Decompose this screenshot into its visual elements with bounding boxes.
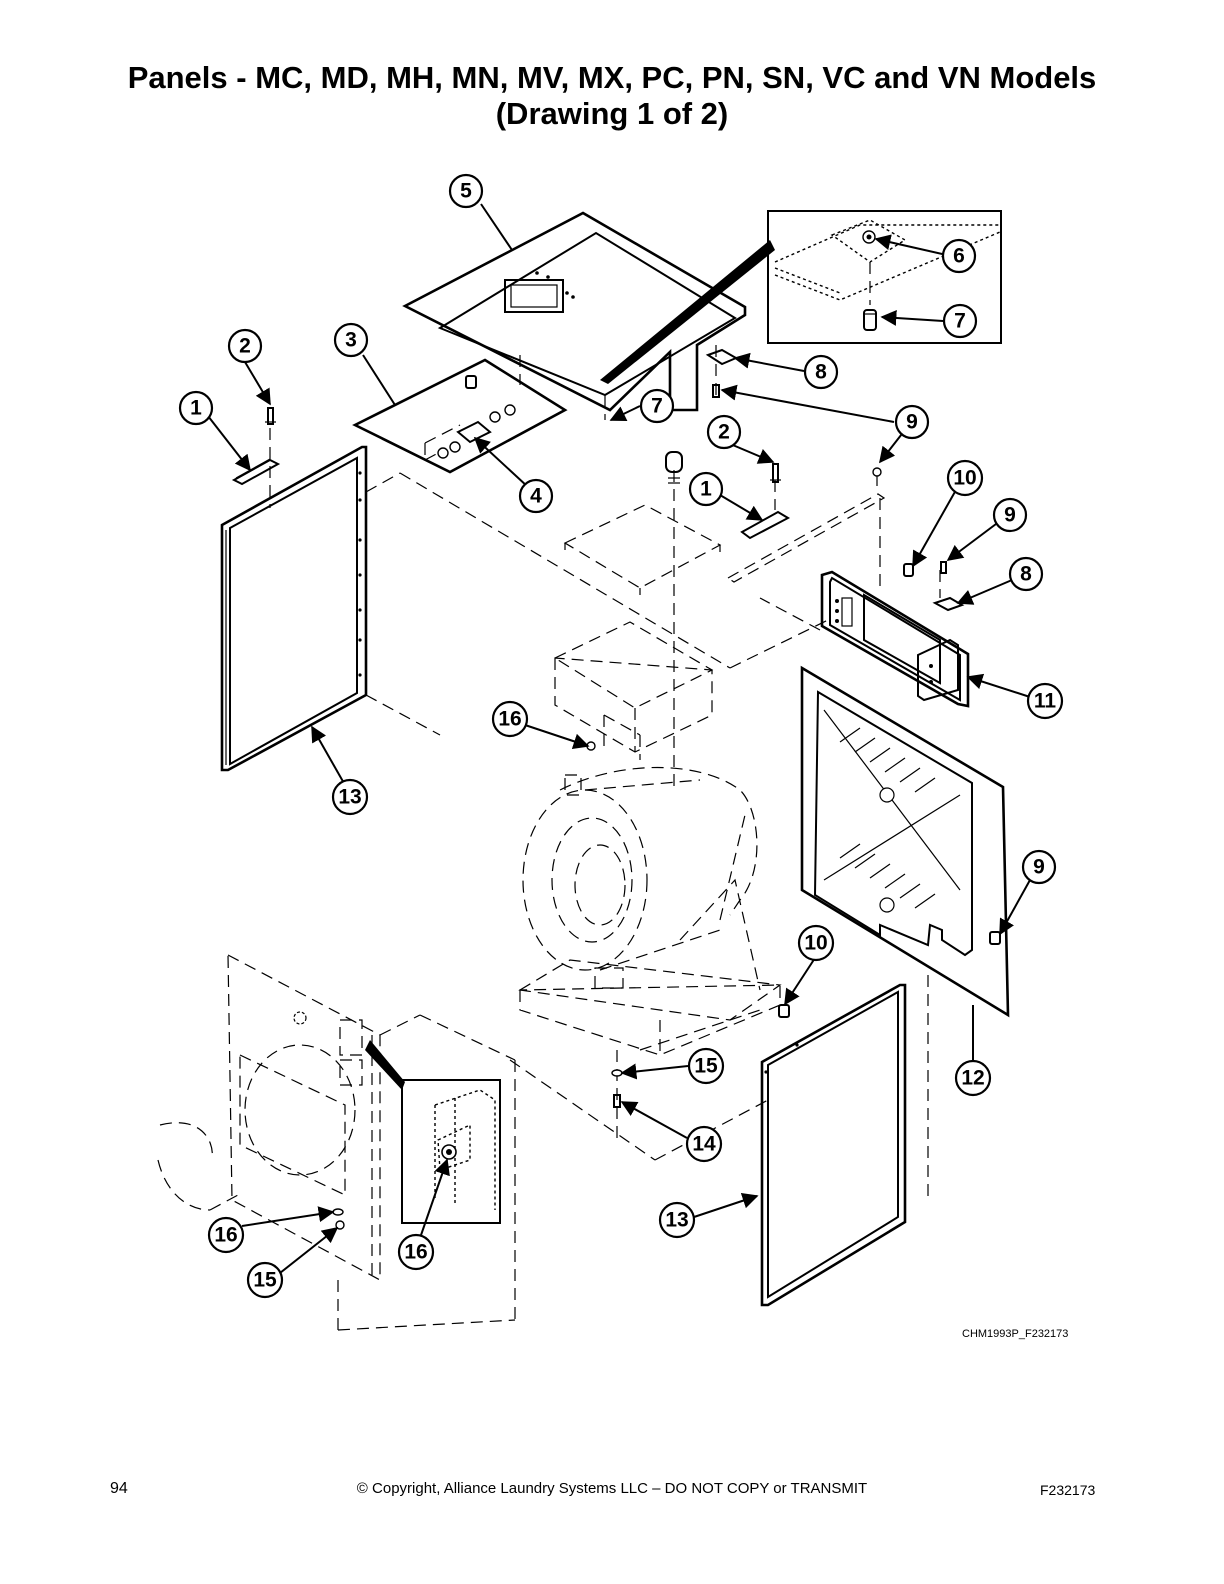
callout-6-label: 6 — [953, 245, 965, 268]
callout-13a-label: 13 — [338, 786, 361, 809]
callout-15-center: 15 — [687, 1047, 725, 1085]
callout-13b-label: 13 — [665, 1209, 688, 1232]
callout-5: 5 — [448, 173, 484, 209]
assembly-guides — [365, 345, 941, 736]
page-title: Panels - MC, MD, MH, MN, MV, MX, PC, PN,… — [0, 60, 1224, 132]
callout-14-label: 14 — [692, 1133, 716, 1156]
callout-9b-label: 9 — [1004, 504, 1016, 527]
callout-2-right: 2 — [706, 414, 742, 450]
callout-8b-label: 8 — [1020, 563, 1032, 586]
callout-9c-label: 9 — [1033, 856, 1045, 879]
callout-16b-label: 16 — [214, 1224, 237, 1247]
callout-14: 14 — [685, 1125, 723, 1163]
leader-lines — [207, 203, 1031, 1274]
callout-12-label: 12 — [961, 1067, 984, 1090]
callout-9-mid: 9 — [992, 497, 1028, 533]
callout-10-lower: 10 — [797, 924, 835, 962]
hinge-upper — [705, 348, 739, 398]
callout-4: 4 — [518, 478, 554, 514]
callout-10b-label: 10 — [804, 932, 827, 955]
callout-10a-label: 10 — [953, 467, 976, 490]
callout-15b-label: 15 — [253, 1269, 277, 1292]
callout-1-right: 1 — [688, 471, 724, 507]
control-panel — [820, 570, 970, 708]
callout-2b-label: 2 — [718, 421, 730, 444]
callout-16a-label: 16 — [498, 708, 521, 731]
callout-10-upper: 10 — [946, 459, 984, 497]
callout-12: 12 — [954, 1059, 992, 1097]
callout-1b-label: 1 — [700, 478, 712, 501]
callout-11-label: 11 — [1034, 690, 1057, 713]
rear-panel — [800, 665, 1010, 1018]
callout-15-left: 15 — [246, 1261, 284, 1299]
fastener-group-right — [903, 561, 965, 612]
callout-3: 3 — [333, 322, 369, 358]
callout-9a-label: 9 — [906, 411, 918, 434]
callout-4-label: 4 — [530, 485, 542, 508]
title-line-1: Panels - MC, MD, MH, MN, MV, MX, PC, PN,… — [127, 60, 1097, 95]
console-bracket — [563, 451, 722, 790]
detail-pointer — [600, 240, 775, 384]
callout-2-left: 2 — [227, 328, 263, 364]
callout-7-top: 7 — [942, 303, 978, 339]
callout-8a-label: 8 — [815, 361, 827, 384]
detail-box-front — [365, 1040, 501, 1224]
title-line-2: (Drawing 1 of 2) — [495, 96, 729, 131]
callout-2a-label: 2 — [239, 335, 251, 358]
front-panel — [157, 953, 516, 1331]
document-code: F232173 — [1040, 1482, 1096, 1498]
callout-5-label: 5 — [460, 180, 472, 203]
copyright-notice: © Copyright, Alliance Laundry Systems LL… — [356, 1480, 868, 1497]
bracket-left — [231, 407, 281, 486]
callout-9-lower: 9 — [1021, 849, 1057, 885]
callout-13-upper: 13 — [331, 778, 369, 816]
callout-11: 11 — [1026, 682, 1064, 720]
callout-7-mid: 7 — [639, 388, 675, 424]
callout-6: 6 — [941, 238, 977, 274]
page-number: 94 — [110, 1480, 128, 1497]
callout-1-left: 1 — [178, 390, 214, 426]
left-side-panel — [220, 428, 368, 772]
bracket-right — [740, 463, 791, 540]
detail-box-top — [767, 210, 1002, 344]
callout-8-top: 8 — [803, 354, 839, 390]
callout-8-mid: 8 — [1008, 556, 1044, 592]
dispenser-bin — [553, 621, 714, 760]
callout-16-left: 16 — [207, 1216, 245, 1254]
right-side-panel — [760, 983, 907, 1307]
control-insert — [352, 358, 568, 474]
callout-16c-label: 16 — [404, 1241, 427, 1264]
rail-strip — [726, 467, 886, 583]
callout-1a-label: 1 — [190, 397, 202, 420]
callout-7a-label: 7 — [954, 310, 966, 333]
callout-7b-label: 7 — [651, 395, 663, 418]
callout-15a-label: 15 — [694, 1055, 718, 1078]
callout-9-top: 9 — [894, 404, 930, 440]
callout-16-detail: 16 — [397, 1233, 435, 1271]
callout-16-upper: 16 — [491, 700, 529, 738]
callout-3-label: 3 — [345, 329, 357, 352]
drawing-code: CHM1993P_F232173 — [962, 1328, 1069, 1340]
callout-13-lower: 13 — [658, 1201, 696, 1239]
top-panel — [402, 211, 747, 420]
